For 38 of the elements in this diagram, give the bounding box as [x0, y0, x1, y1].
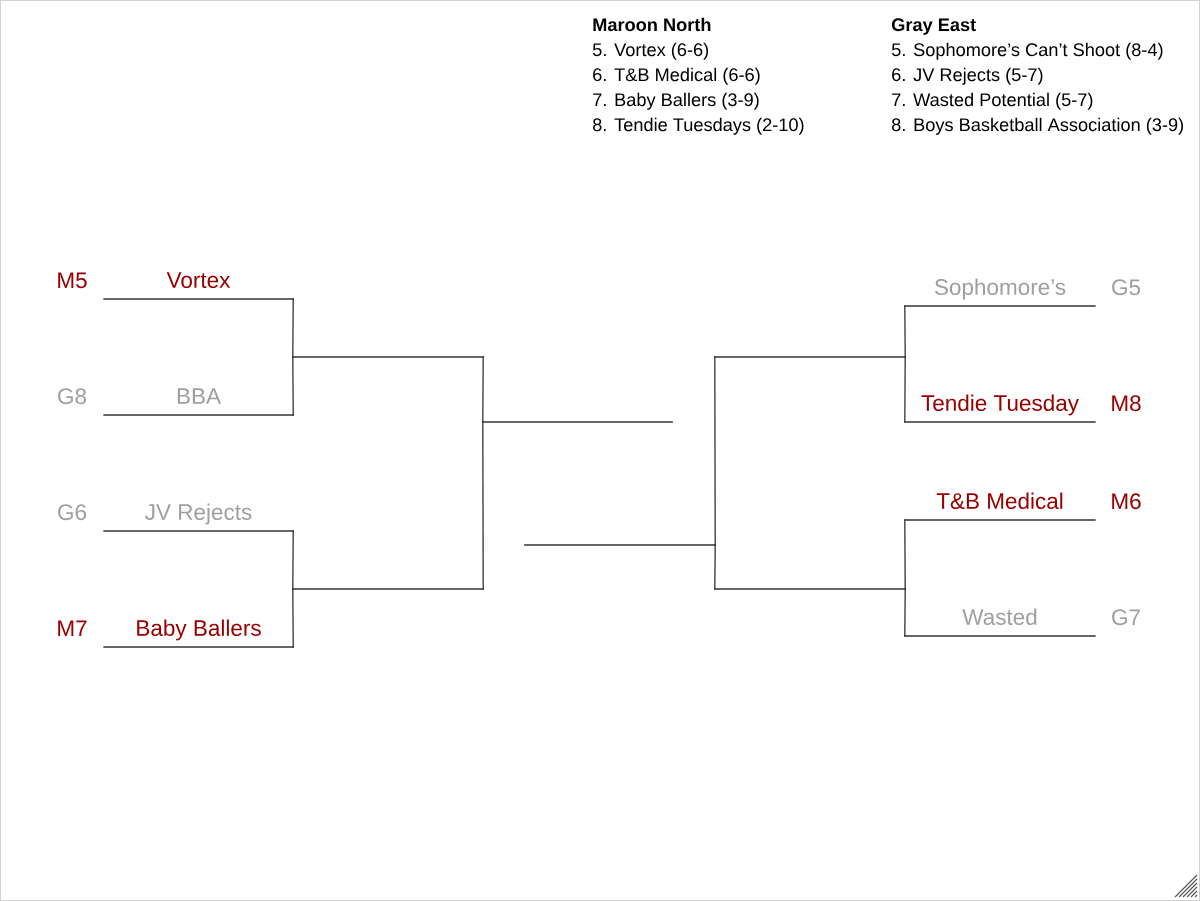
- division-heading: Maroon North: [593, 17, 711, 32]
- bracket-line: [292, 588, 294, 648]
- seed-label: M8: [1112, 395, 1141, 412]
- team-slot: Vortex: [103, 272, 294, 300]
- standings-entry: 5. Sophomore’s Can’t Shoot (8-4): [891, 42, 1163, 60]
- standings-entry: 8. Tendie Tuesdays (2-10): [593, 117, 804, 135]
- bracket-line: [904, 305, 906, 358]
- seed-label: M6: [1112, 493, 1141, 510]
- bracket-line: [482, 421, 484, 590]
- bracket-line: [292, 356, 294, 416]
- division-heading: Gray East: [891, 18, 976, 35]
- team-slot: Tendie Tuesday: [904, 394, 1096, 423]
- standings-entry: 6. JV Rejects (5-7): [892, 67, 1043, 85]
- team-slot: Baby Ballers: [103, 619, 294, 648]
- standings-entry: 7. Wasted Potential (5-7): [892, 92, 1093, 110]
- team-slot: Wasted: [904, 608, 1096, 637]
- standings-entry: 7. Baby Ballers (3-9): [593, 92, 759, 110]
- standings-entry: 5. Vortex (6-6): [592, 42, 709, 60]
- bracket-line: [482, 356, 484, 423]
- seed-label: G5: [1112, 279, 1141, 296]
- seed-label: G6: [58, 504, 87, 521]
- bracket-line: [292, 298, 294, 358]
- seed-label: G8: [58, 388, 87, 405]
- bracket-line: [714, 356, 716, 546]
- standings-entry: 6. T&B Medical (6-6): [593, 67, 760, 85]
- team-slot: T&B Medical: [904, 492, 1096, 521]
- seed-label: M5: [58, 272, 87, 289]
- standings-entry: 8. Boys Basketball Association (3-9): [892, 117, 1184, 135]
- team-slot: JV Rejects: [103, 503, 294, 532]
- team-slot: Sophomore’s: [904, 278, 1096, 307]
- bracket-line: [904, 519, 906, 590]
- bracket-line: [904, 588, 906, 637]
- bracket-line: [904, 356, 906, 423]
- seed-label: M7: [58, 620, 87, 636]
- bracket-line: [292, 530, 294, 590]
- bracket-line: [714, 544, 716, 590]
- seed-label: G7: [1112, 609, 1140, 626]
- team-slot: BBA: [103, 388, 294, 416]
